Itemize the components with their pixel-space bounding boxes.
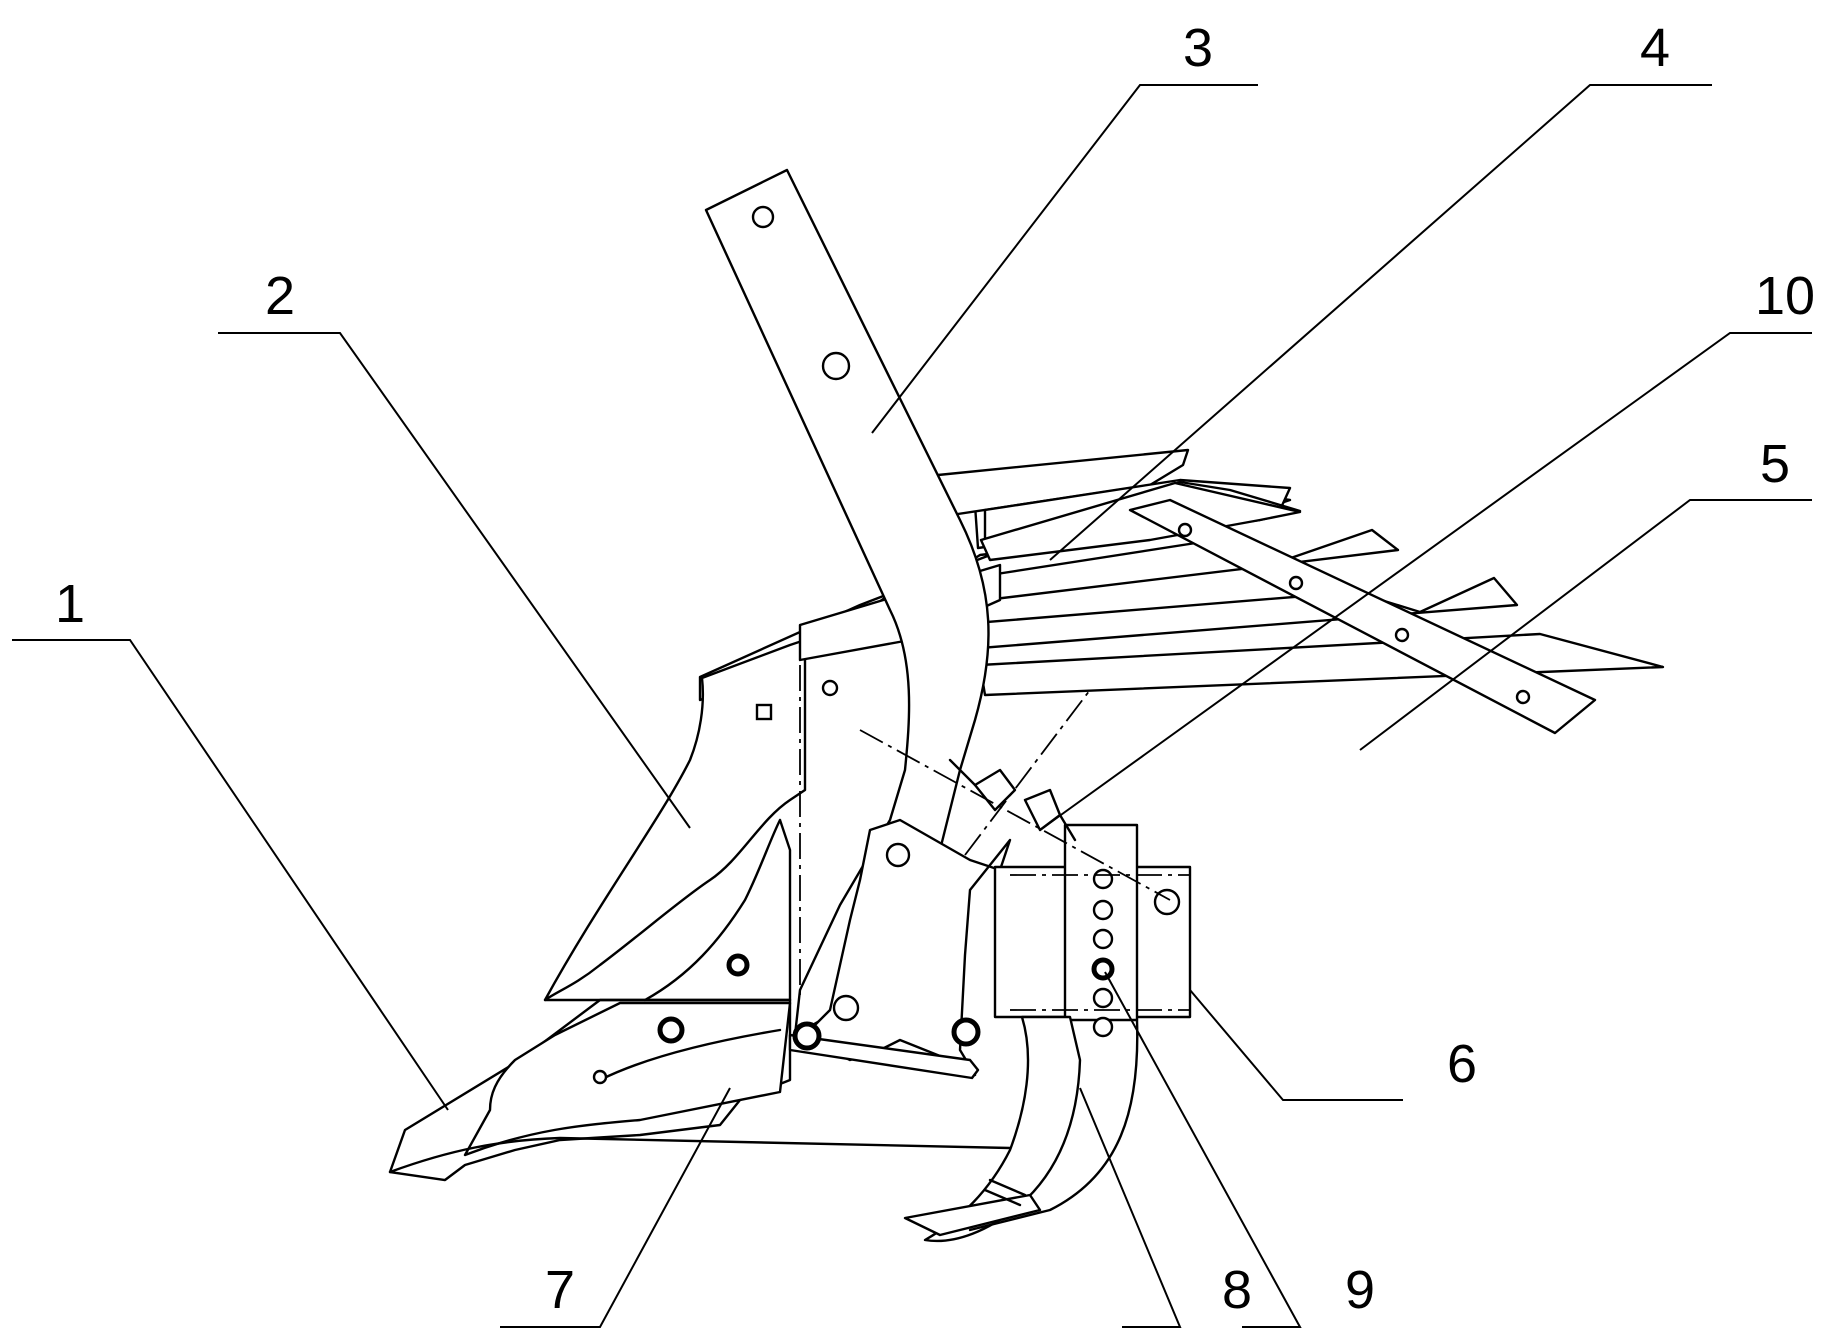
label-4: 4: [1640, 18, 1670, 78]
label-10: 10: [1755, 266, 1815, 326]
share-bolt-2: [729, 956, 747, 974]
pivot-bolt-right: [954, 1020, 978, 1044]
linkage-hole-lower: [834, 996, 858, 1020]
frame-plate-bolt: [823, 681, 837, 695]
pivot-bolt-left: [795, 1024, 819, 1048]
adjust-hole-4: [1094, 960, 1112, 978]
crossbar-bolt-3: [1396, 629, 1408, 641]
leader-8: [1080, 1088, 1180, 1327]
label-5: 5: [1760, 434, 1790, 494]
adjust-hole-3: [1094, 930, 1112, 948]
adjust-hole-5: [1094, 989, 1112, 1007]
crossbar-bolt-2: [1290, 577, 1302, 589]
linkage-hole-upper: [887, 844, 909, 866]
label-2: 2: [265, 266, 295, 326]
standard-hole-top: [753, 207, 773, 227]
moldboard-wing: [545, 640, 805, 1000]
frame-plate-square-bolt: [757, 705, 771, 719]
label-8: 8: [1222, 1260, 1252, 1320]
label-6: 6: [1447, 1034, 1477, 1094]
leader-6: [1190, 990, 1403, 1100]
share-bolt-3: [594, 1071, 606, 1083]
adjust-hole-1: [1094, 870, 1112, 888]
standard-hole-middle: [823, 353, 849, 379]
adjust-hole-6: [1094, 1018, 1112, 1036]
label-9: 9: [1345, 1260, 1375, 1320]
crossbar-bolt-4: [1517, 691, 1529, 703]
share-bolt-1: [660, 1019, 682, 1041]
adjust-hole-2: [1094, 901, 1112, 919]
crossbar-bolt-1: [1179, 524, 1191, 536]
spring-connector: [950, 760, 1075, 840]
label-1: 1: [55, 574, 85, 634]
leader-2: [218, 333, 690, 828]
leader-9: [1105, 972, 1300, 1327]
leader-3: [872, 85, 1258, 433]
label-3: 3: [1183, 18, 1213, 78]
leader-1: [12, 640, 448, 1110]
label-7: 7: [545, 1260, 575, 1320]
leader-10: [1040, 333, 1812, 830]
